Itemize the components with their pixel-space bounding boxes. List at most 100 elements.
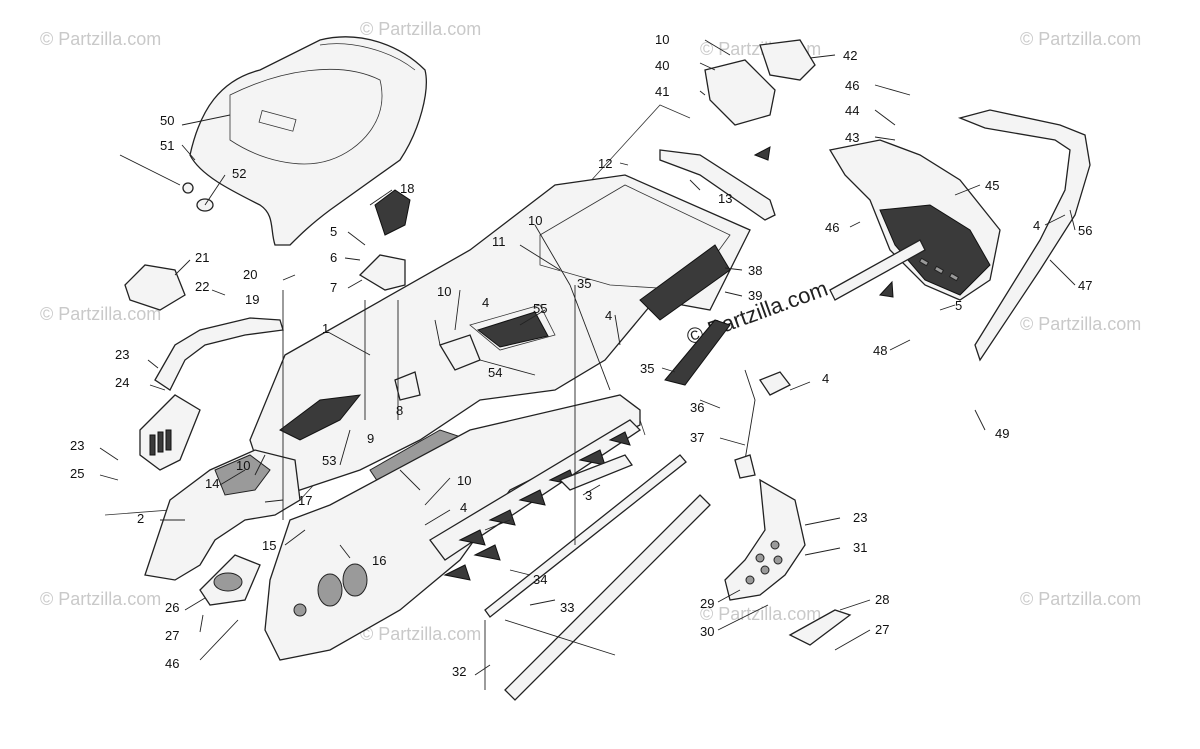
watermark-text: © Partzilla.com <box>40 304 161 324</box>
callout-label: 25 <box>70 466 84 481</box>
watermark-text: © Partzilla.com <box>1020 29 1141 49</box>
callout-label: 35 <box>640 361 654 376</box>
callout-label: 1 <box>322 321 329 336</box>
callout-label: 46 <box>165 656 179 671</box>
callout-label: 18 <box>400 181 414 196</box>
snow-flap <box>828 139 1001 301</box>
callout-label: 46 <box>845 78 859 93</box>
callout-label: 47 <box>1078 278 1092 293</box>
callout-label: 4 <box>605 308 612 323</box>
callout-label: 3 <box>585 488 592 503</box>
callout-label: 13 <box>718 191 732 206</box>
callout-label: 10 <box>457 473 471 488</box>
small-cover <box>124 264 186 311</box>
callout-label: 55 <box>533 301 547 316</box>
callout-label: 2 <box>137 511 144 526</box>
callout-label: 19 <box>245 292 259 307</box>
watermark-text: © Partzilla.com <box>700 604 821 624</box>
callout-label: 12 <box>598 156 612 171</box>
watermark-text: © Partzilla.com <box>40 29 161 49</box>
seat-hardware <box>119 154 214 212</box>
callout-label: 27 <box>875 622 889 637</box>
callout-label: 24 <box>115 375 129 390</box>
callout-label: 26 <box>165 600 179 615</box>
callout-label: 9 <box>367 431 374 446</box>
callout-label: 53 <box>322 453 336 468</box>
callout-label: 4 <box>482 295 489 310</box>
callout-label: 28 <box>875 592 889 607</box>
callout-label: 56 <box>1078 223 1092 238</box>
callout-label: 52 <box>232 166 246 181</box>
callout-label: 5 <box>330 224 337 239</box>
step-plate <box>724 478 806 601</box>
callout-label: 41 <box>655 84 669 99</box>
tunnel-brackets <box>358 189 481 401</box>
callout-label: 49 <box>995 426 1009 441</box>
leader-lines <box>99 39 1076 690</box>
callout-label: 8 <box>396 403 403 418</box>
callout-label: 10 <box>437 284 451 299</box>
callout-label: 20 <box>243 267 257 282</box>
callout-label: 50 <box>160 113 174 128</box>
callout-label: 48 <box>873 343 887 358</box>
callout-label: 23 <box>115 347 129 362</box>
watermark-text: © Partzilla.com <box>360 19 481 39</box>
seat <box>189 36 427 246</box>
footrest <box>788 609 852 646</box>
callout-label: 31 <box>853 540 867 555</box>
callout-label: 39 <box>748 288 762 303</box>
rods <box>484 454 711 701</box>
callout-label: 29 <box>700 596 714 611</box>
heat-shield <box>139 394 201 471</box>
callout-label: 36 <box>690 400 704 415</box>
callout-label: 14 <box>205 476 219 491</box>
callout-label: 44 <box>845 103 859 118</box>
callout-label: 6 <box>330 250 337 265</box>
callout-label: 15 <box>262 538 276 553</box>
callout-label: 46 <box>825 220 839 235</box>
callout-label: 21 <box>195 250 209 265</box>
callout-label: 30 <box>700 624 714 639</box>
strap-and-reflector <box>664 319 791 479</box>
callout-label: 43 <box>845 130 859 145</box>
grab-handle <box>154 317 284 391</box>
callout-label: 5 <box>955 298 962 313</box>
callout-label: 23 <box>853 510 867 525</box>
callout-label: 35 <box>577 276 591 291</box>
callout-label: 40 <box>655 58 669 73</box>
callout-label: 17 <box>298 493 312 508</box>
callout-label: 16 <box>372 553 386 568</box>
direction-arrows <box>753 146 894 298</box>
rear-bracket-top <box>704 39 816 126</box>
running-board <box>264 394 642 661</box>
callout-label: 27 <box>165 628 179 643</box>
callout-label: 7 <box>330 280 337 295</box>
front-bracket <box>144 449 301 581</box>
callout-label: 42 <box>843 48 857 63</box>
callout-label: 11 <box>492 234 506 249</box>
watermark-text: © Partzilla.com <box>40 589 161 609</box>
callout-label: 33 <box>560 600 574 615</box>
callout-label: 45 <box>985 178 999 193</box>
callout-label: 34 <box>533 572 547 587</box>
callout-label: 54 <box>488 365 502 380</box>
callout-label: 4 <box>460 500 467 515</box>
callout-label: 51 <box>160 138 174 153</box>
watermark-text: © Partzilla.com <box>1020 314 1141 334</box>
callout-label: 10 <box>655 32 669 47</box>
rear-cross-bracket <box>659 149 776 221</box>
callout-label: 22 <box>195 279 209 294</box>
watermark-text: © Partzilla.com <box>1020 589 1141 609</box>
callout-label: 38 <box>748 263 762 278</box>
callout-label: 32 <box>452 664 466 679</box>
callout-label: 37 <box>690 430 704 445</box>
footwell-cover <box>199 554 261 606</box>
callout-label: 4 <box>1033 218 1040 233</box>
callout-labels: 50 51 52 18 5 6 7 21 20 22 19 1 23 24 23… <box>70 32 1092 679</box>
watermark-text: © Partzilla.com <box>360 624 481 644</box>
callout-label: 23 <box>70 438 84 453</box>
callout-label: 10 <box>528 213 542 228</box>
callout-label: 4 <box>822 371 829 386</box>
callout-label: 10 <box>236 458 250 473</box>
